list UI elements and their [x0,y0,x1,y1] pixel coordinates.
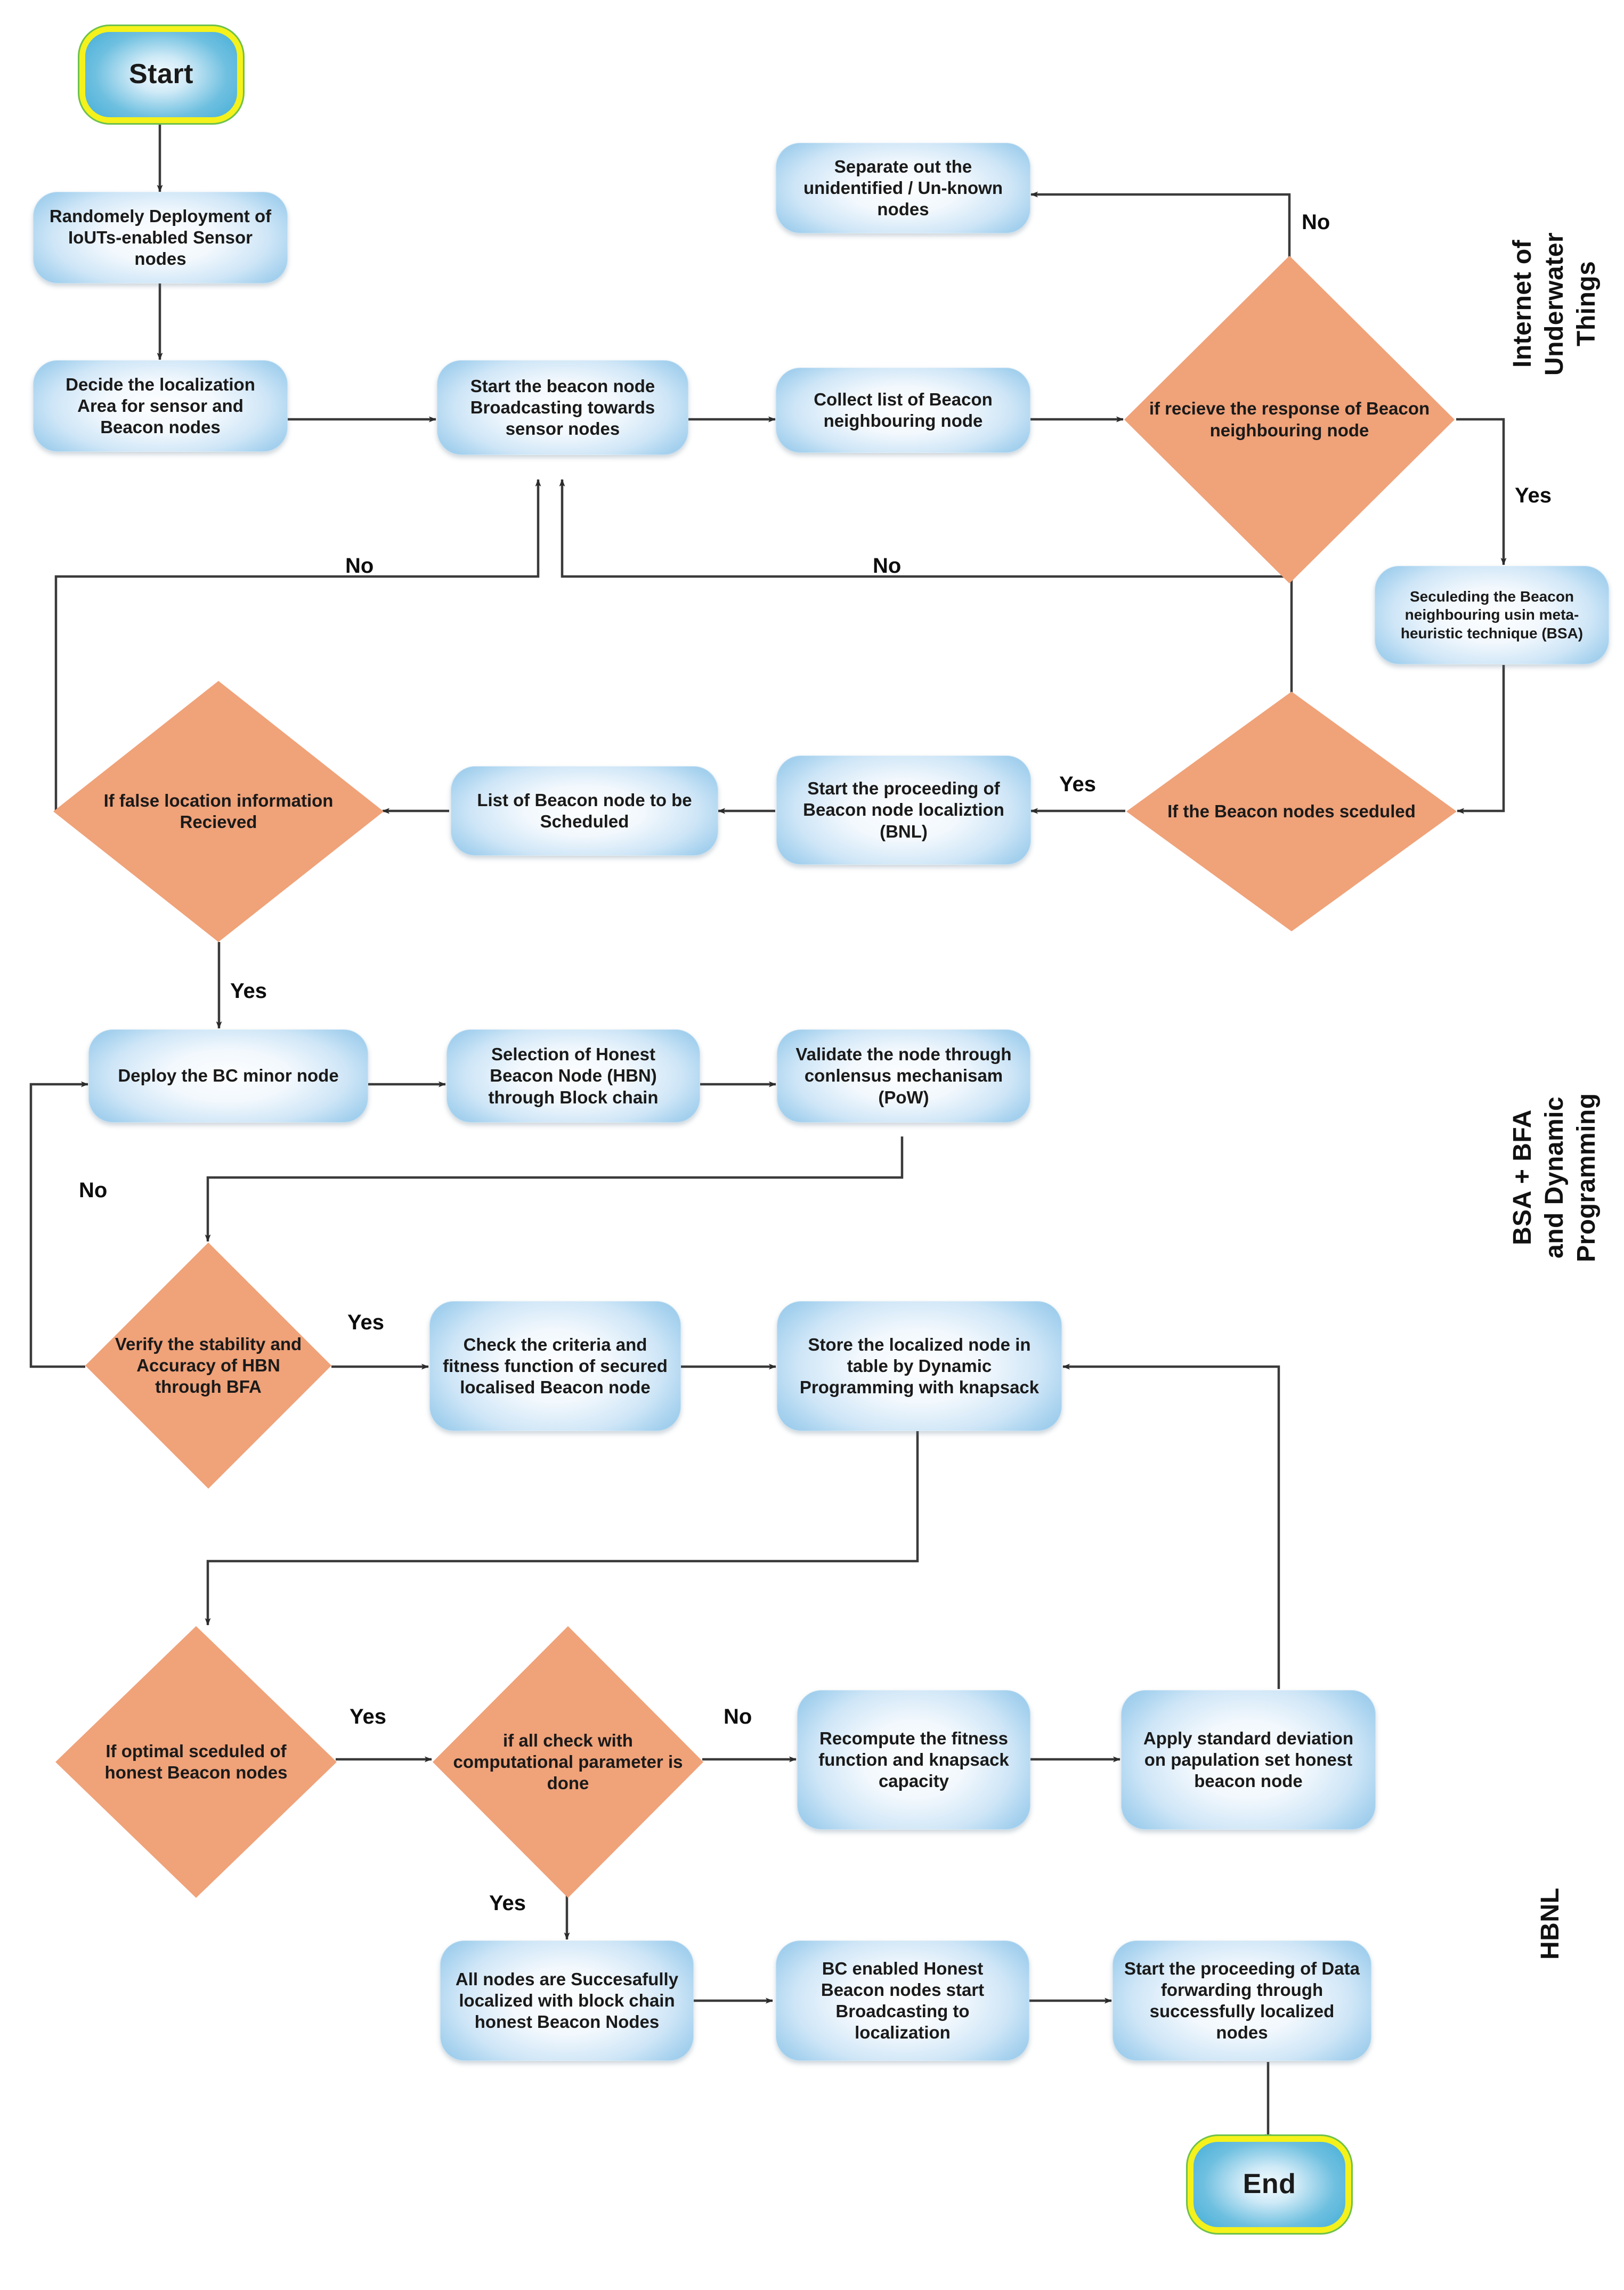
node-if-optimal-scheduled-label: If optimal sceduled of honest Beacon nod… [104,1741,288,1782]
edge-label-no-beacon-scheduled-loop: No [873,554,902,578]
edge-yes-to-seculeding [1456,418,1507,565]
node-end[interactable]: End [1193,2142,1345,2227]
node-decide-area-label: Decide the localization Area for sensor … [66,374,255,437]
node-validate-pow[interactable]: Validate the node through conlensus mech… [777,1029,1030,1123]
node-seculeding[interactable]: Seculeding the Beacon neighbouring usin … [1375,566,1609,664]
edge-label-no-false-location-loop: No [345,554,374,578]
node-check-criteria-label: Check the criteria and fitness function … [443,1334,668,1398]
node-deploy-bc-minor[interactable]: Deploy the BC minor node [88,1029,368,1123]
node-seculeding-label: Seculeding the Beacon neighbouring usin … [1400,588,1584,641]
node-verify-bfa-label: Verify the stability and Accuracy of HBN… [115,1334,302,1397]
edge-label-no-all-check: No [724,1705,752,1728]
node-recompute[interactable]: Recompute the fitness function and knaps… [797,1690,1030,1830]
edge-verify-no-loop [29,1081,88,1368]
node-if-beacon-scheduled[interactable]: If the Beacon nodes sceduled [1126,692,1457,931]
node-store-localized-label: Store the localized node in table by Dyn… [799,1334,1040,1398]
node-validate-pow-label: Validate the node through conlensus mech… [795,1044,1012,1107]
node-apply-std-dev[interactable]: Apply standard deviation on papulation s… [1121,1690,1376,1830]
node-start-broadcast[interactable]: Start the beacon node Broadcasting towar… [437,360,688,455]
node-if-receive-response-label: if recieve the response of Beacon neighb… [1149,399,1430,440]
node-check-criteria[interactable]: Check the criteria and fitness function … [429,1301,681,1431]
node-start-label: Start [129,59,193,90]
node-random-deploy[interactable]: Randomely Deployment of IoUTs-enabled Se… [33,192,288,283]
node-selection-hbn[interactable]: Selection of Honest Beacon Node (HBN) th… [446,1029,700,1123]
edge-label-yes-optimal-scheduled: Yes [350,1705,386,1728]
node-all-localized-label: All nodes are Succesafully localized wit… [455,1969,679,2032]
node-if-beacon-scheduled-label: If the Beacon nodes sceduled [1167,801,1416,821]
edge-label-yes-verify-bfa: Yes [347,1311,384,1334]
node-data-forwarding[interactable]: Start the proceeding of Data forwarding … [1113,1940,1371,2061]
node-separate-unknown-label: Separate out the unidentified / Un-known… [803,156,1003,220]
node-if-optimal-scheduled[interactable]: If optimal sceduled of honest Beacon nod… [55,1626,337,1898]
node-recompute-label: Recompute the fitness function and knaps… [818,1728,1009,1791]
node-start-broadcast-label: Start the beacon node Broadcasting towar… [470,376,655,439]
node-start[interactable]: Start [85,32,237,117]
edge-applystd-to-store [1062,1363,1280,1689]
node-list-scheduled-label: List of Beacon node to be Scheduled [477,790,692,831]
node-if-all-check-label: if all check with computational paramete… [453,1730,683,1793]
edge-label-yes-receive-response: Yes [1515,484,1552,507]
edge-iffalse-no-loop [54,479,541,811]
node-end-label: End [1243,2169,1296,2200]
node-collect-list-label: Collect list of Beacon neighbouring node [814,389,993,431]
side-label-hbnl: HBNL [1536,1887,1564,1960]
node-decide-area[interactable]: Decide the localization Area for sensor … [33,360,288,452]
edge-no-to-separate [1030,191,1291,257]
node-apply-std-dev-label: Apply standard deviation on papulation s… [1143,1728,1354,1791]
node-bc-broadcast-label: BC enabled Honest Beacon nodes start Bro… [821,1958,985,2043]
node-collect-list[interactable]: Collect list of Beacon neighbouring node [776,368,1030,453]
node-if-all-check[interactable]: if all check with computational paramete… [433,1626,703,1898]
edge-label-yes-beacon-scheduled: Yes [1059,773,1096,796]
node-verify-bfa[interactable]: Verify the stability and Accuracy of HBN… [85,1243,331,1489]
node-all-localized[interactable]: All nodes are Succesafully localized wit… [440,1940,694,2061]
edge-store-to-ifoptimal [205,1419,919,1626]
node-if-false-location[interactable]: If false location information Recieved [53,681,384,942]
node-bc-broadcast[interactable]: BC enabled Honest Beacon nodes start Bro… [776,1940,1029,2061]
node-list-scheduled[interactable]: List of Beacon node to be Scheduled [451,766,718,856]
edge-label-no-verify-bfa: No [79,1179,108,1202]
node-start-bnl-label: Start the proceeding of Beacon node loca… [803,778,1004,841]
node-start-bnl[interactable]: Start the proceeding of Beacon node loca… [776,756,1031,865]
node-random-deploy-label: Randomely Deployment of IoUTs-enabled Se… [49,206,272,269]
edge-label-yes-false-location: Yes [230,979,267,1003]
edge-seculeding-to-ifscheduled [1457,665,1505,814]
node-deploy-bc-minor-label: Deploy the BC minor node [118,1066,339,1086]
node-store-localized[interactable]: Store the localized node in table by Dyn… [777,1301,1062,1431]
node-if-false-location-label: If false location information Recieved [103,790,334,832]
node-selection-hbn-label: Selection of Honest Beacon Node (HBN) th… [488,1044,659,1107]
edge-label-yes-all-check: Yes [489,1891,526,1915]
node-if-receive-response[interactable]: if recieve the response of Beacon neighb… [1124,256,1455,583]
node-data-forwarding-label: Start the proceeding of Data forwarding … [1124,1958,1360,2043]
node-separate-unknown[interactable]: Separate out the unidentified / Un-known… [776,143,1030,233]
edge-validate-to-verify [205,1136,904,1242]
edge-ifscheduled-no-loop [559,479,1293,693]
edge-label-no-receive-response: No [1302,210,1330,234]
